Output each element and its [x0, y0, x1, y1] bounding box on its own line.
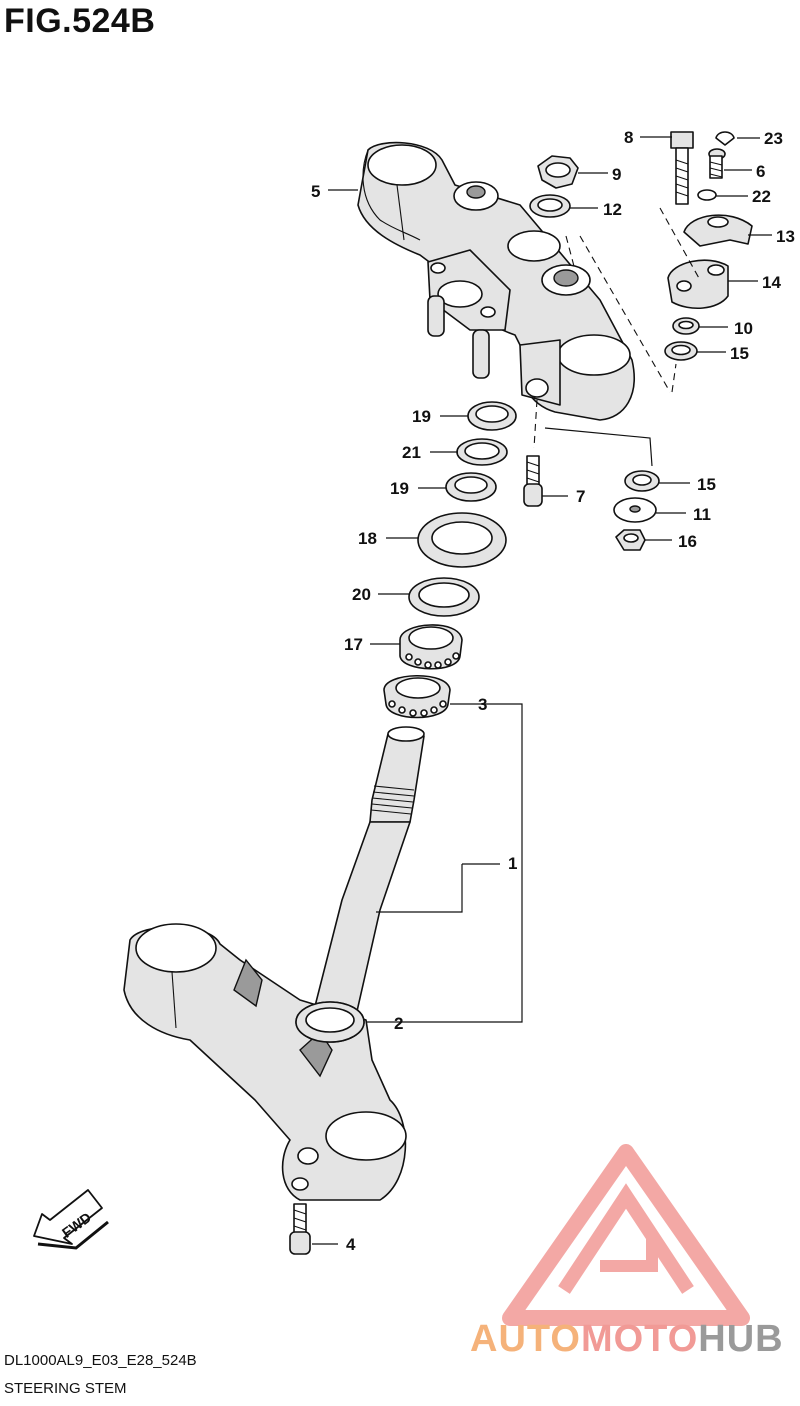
- brand-part-auto: AUTO: [470, 1318, 581, 1360]
- upper-bracket-part[interactable]: [357, 141, 635, 421]
- callout-20: 20: [352, 585, 371, 604]
- callout-2: 2: [394, 1014, 403, 1033]
- clamp-part-14[interactable]: [667, 259, 729, 310]
- washer-part-15-lower[interactable]: [624, 470, 660, 492]
- callout-16: 16: [678, 532, 697, 551]
- washer-part-12[interactable]: [529, 194, 571, 218]
- washer-part-22[interactable]: [697, 189, 717, 201]
- clamp-part-13[interactable]: [683, 214, 753, 247]
- bearing-part-17[interactable]: [399, 624, 463, 670]
- callout-10: 10: [734, 319, 753, 338]
- watermark-brand: AUTOMOTOHUB: [470, 1318, 784, 1361]
- callout-5: 5: [311, 182, 320, 201]
- callout-15-upper: 15: [730, 344, 749, 363]
- callout-4: 4: [346, 1235, 356, 1254]
- callout-3: 3: [478, 695, 487, 714]
- callout-13: 13: [776, 227, 795, 246]
- washer-part-11[interactable]: [613, 497, 657, 523]
- bearing-part-3[interactable]: [383, 675, 451, 719]
- locknut-part-19-lower[interactable]: [445, 472, 497, 502]
- callout-21: 21: [402, 443, 421, 462]
- callout-8: 8: [624, 128, 633, 147]
- callout-19-upper: 19: [412, 407, 431, 426]
- callout-6: 6: [756, 162, 765, 181]
- washer-part-21[interactable]: [456, 438, 508, 466]
- bolt-part-8[interactable]: [670, 131, 694, 205]
- callout-19-lower: 19: [390, 479, 409, 498]
- callout-12: 12: [603, 200, 622, 219]
- locknut-part-19-upper[interactable]: [467, 401, 517, 431]
- dust-seal-part-2[interactable]: [295, 1001, 365, 1043]
- figure-caption: STEERING STEM: [4, 1380, 127, 1397]
- steering-stem-part[interactable]: [311, 726, 425, 1021]
- washer-part-15-upper[interactable]: [664, 341, 698, 361]
- brand-part-moto: MOTO: [580, 1318, 699, 1360]
- cap-part-23[interactable]: [715, 131, 735, 146]
- callout-7: 7: [576, 487, 585, 506]
- callout-18: 18: [358, 529, 377, 548]
- race-part-20[interactable]: [408, 577, 480, 617]
- bolt-part-7[interactable]: [523, 455, 543, 507]
- brand-part-hub: HUB: [698, 1318, 784, 1360]
- fwd-arrow-icon: FWD: [33, 1189, 109, 1250]
- callout-9: 9: [612, 165, 621, 184]
- callout-22: 22: [752, 187, 771, 206]
- figure-code: DL1000AL9_E03_E28_524B: [4, 1352, 197, 1369]
- washer-part-10[interactable]: [672, 317, 700, 335]
- bolt-part-4[interactable]: [289, 1203, 311, 1255]
- nut-part-9[interactable]: [537, 155, 579, 189]
- screw-part-6[interactable]: [708, 148, 726, 179]
- callout-15-lower: 15: [697, 475, 716, 494]
- callout-11: 11: [693, 505, 711, 524]
- callout-17: 17: [344, 635, 363, 654]
- callout-14: 14: [762, 273, 781, 292]
- dust-seal-part-18[interactable]: [417, 512, 507, 568]
- callout-labels: 1 2 3 4 5 6 7 8 9 10 11 12 13 14 15 15 1…: [311, 128, 795, 1254]
- callout-1: 1: [508, 854, 517, 873]
- leader-lines: [312, 136, 772, 1245]
- automotohub-logo-icon: [502, 1144, 750, 1326]
- callout-23: 23: [764, 129, 783, 148]
- nut-part-16[interactable]: [615, 529, 646, 551]
- figure-title: FIG.524B: [4, 2, 156, 40]
